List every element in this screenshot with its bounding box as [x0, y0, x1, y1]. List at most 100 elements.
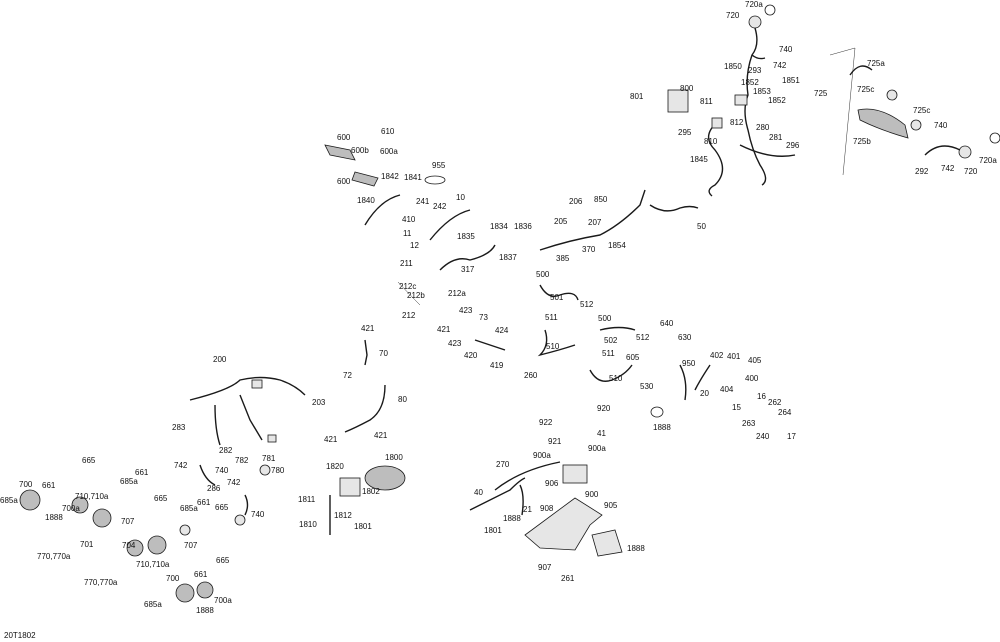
callout-label: 640 [660, 319, 674, 328]
callout-label: 600 [337, 133, 351, 142]
callout-label: 11 [403, 229, 412, 238]
callout-label: 725b [853, 137, 871, 146]
callout-label: 419 [490, 361, 504, 370]
callout-label: 630 [678, 333, 692, 342]
callout-label: 770,770a [37, 552, 71, 561]
harness-402 [694, 364, 711, 391]
callout-label: 212a [448, 289, 466, 298]
callout-label: 1837 [499, 253, 517, 262]
callout-label: 906 [545, 479, 559, 488]
lamp-socket-icon [748, 15, 762, 29]
callout-label: 296 [786, 141, 800, 150]
callout-label: 770,770a [84, 578, 118, 587]
cable-40 [469, 477, 526, 511]
callout-label: 511 [602, 349, 615, 358]
callout-label: 801 [630, 92, 644, 101]
callout-label: 742 [174, 461, 188, 470]
light-housing-icon [126, 539, 144, 557]
callout-label: 423 [448, 339, 462, 348]
callout-label: 742 [773, 61, 787, 70]
callout-label: 740 [779, 45, 793, 54]
callout-label: 610 [381, 127, 395, 136]
bottom-lights-group [19, 464, 271, 603]
bulb-icon [910, 119, 922, 131]
callout-label: 701 [80, 540, 94, 549]
light-wire [199, 464, 216, 486]
callout-label: 781 [262, 454, 276, 463]
callout-label: 1842 [381, 172, 399, 181]
callout-label: 707 [184, 541, 198, 550]
solenoid-icon [339, 477, 361, 497]
callout-label: 1888 [196, 606, 214, 615]
callout-label: 900a [588, 444, 606, 453]
callout-label: 242 [433, 202, 447, 211]
harness-200 [189, 376, 306, 401]
callout-label: 264 [778, 408, 792, 417]
callout-label: 661 [42, 481, 56, 490]
callout-label: 908 [540, 504, 554, 513]
light-housing-icon [175, 583, 195, 603]
callout-label: 207 [588, 218, 602, 227]
harness-200-branch [239, 394, 263, 441]
callout-label: 725c [913, 106, 931, 115]
callout-label: 665 [82, 456, 96, 465]
callout-label: 1852 [768, 96, 786, 105]
callout-label: 421 [324, 435, 338, 444]
callout-label: 212b [407, 291, 425, 300]
callout-label: 720 [964, 167, 978, 176]
callout-label: 317 [461, 265, 475, 274]
callout-label: 206 [569, 197, 583, 206]
callout-label: 665 [215, 503, 229, 512]
callout-label: 502 [604, 336, 618, 345]
wire-70 [364, 339, 368, 366]
callout-label: 501 [550, 293, 564, 302]
callout-label: 421 [374, 431, 388, 440]
callout-label: 50 [697, 222, 706, 231]
callout-label: 262 [768, 398, 782, 407]
callout-label: 1888 [503, 514, 521, 523]
callout-label: 1800 [385, 453, 403, 462]
callout-label: 1888 [627, 544, 645, 553]
light-housing-icon [147, 535, 167, 555]
callout-label: 900a [533, 451, 551, 460]
callout-label: 1835 [457, 232, 475, 241]
callout-label: 423 [459, 306, 473, 315]
callout-label: 685a [0, 496, 18, 505]
callout-label: 742 [941, 164, 955, 173]
wire-harness-front [364, 194, 401, 226]
callout-label: 1820 [326, 462, 344, 471]
tie-icon [650, 406, 664, 418]
bulb-icon [179, 524, 191, 536]
callout-label: 511 [545, 313, 558, 322]
starter-motor-icon [364, 465, 406, 491]
light-wire [244, 494, 249, 516]
callout-label: 286 [207, 484, 221, 493]
grommet-icon [764, 4, 776, 16]
lead-line [397, 281, 421, 306]
relay-icon [734, 94, 748, 106]
callout-label: 800 [680, 84, 694, 93]
callout-label: 1853 [753, 87, 771, 96]
callout-label: 421 [437, 325, 451, 334]
harness-clip-icon [424, 175, 446, 185]
callout-label: 665 [154, 494, 168, 503]
callout-label: 385 [556, 254, 570, 263]
callout-label: 782 [235, 456, 249, 465]
callout-label: 700 [19, 480, 33, 489]
callout-label: 600 [337, 177, 351, 186]
callout-label: 900 [585, 490, 599, 499]
cable-21 [519, 484, 524, 516]
callout-label: 811 [700, 97, 713, 106]
fuel-tank-tray-icon [524, 497, 603, 551]
harness-510 [537, 329, 576, 357]
callout-label: 1801 [484, 526, 502, 535]
callout-label: 1811 [298, 495, 316, 504]
main-harness-group [324, 144, 699, 306]
callout-label: 905 [604, 501, 618, 510]
callout-label: 685a [120, 477, 138, 486]
callout-label: 710,710a [136, 560, 170, 569]
callout-label: 512 [580, 300, 594, 309]
callout-label: 780 [271, 466, 285, 475]
headlight-icon [351, 171, 379, 187]
